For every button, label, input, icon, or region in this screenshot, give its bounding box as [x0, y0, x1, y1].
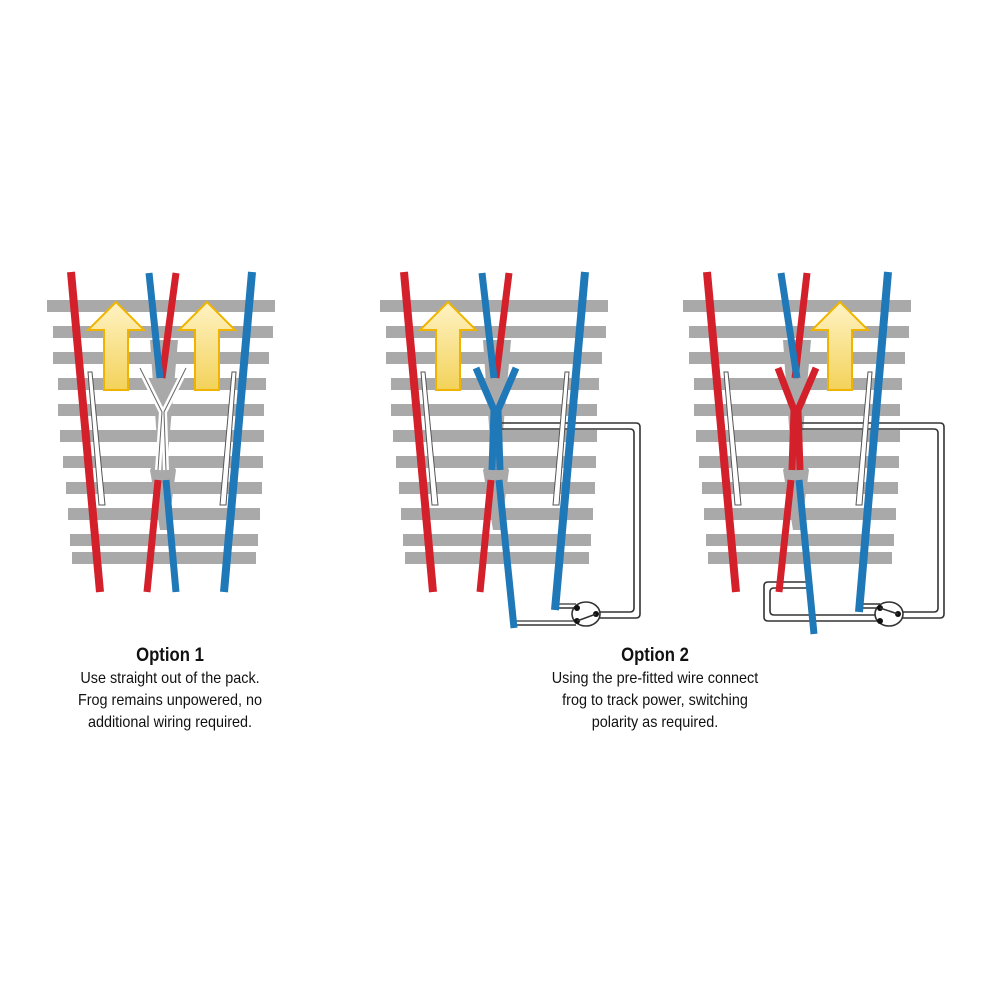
option-2-turnout-b: [683, 271, 945, 635]
option-2-caption: Option 2 Using the pre-fitted wire conne…: [505, 644, 805, 734]
option-1-turnout: [47, 271, 275, 593]
direction-arrow-icon: [809, 300, 871, 391]
option-1-line-2: Frog remains unpowered, no: [77, 692, 263, 709]
direction-arrow-icon: [417, 300, 479, 391]
direction-arrow-icon: [176, 300, 238, 391]
option-1-title: Option 1: [136, 645, 204, 666]
rail-left-red: [67, 271, 104, 593]
option-1-caption: Option 1 Use straight out of the pack. F…: [40, 644, 300, 734]
rail-blue-lower: [162, 479, 180, 593]
option-2-line-2: frog to track power, switching: [562, 692, 748, 709]
option-2-title: Option 2: [621, 645, 689, 666]
point-blade-right: [219, 371, 237, 506]
option-1-line-3: additional wiring required.: [87, 714, 253, 731]
switch-feed-wire: [763, 581, 880, 622]
option-1-line-1: Use straight out of the pack.: [80, 670, 260, 687]
direction-arrow-icon: [85, 300, 147, 391]
option-2-line-3: polarity as required.: [591, 714, 719, 731]
point-blade-left: [87, 371, 106, 506]
frog-rails-red: [774, 366, 820, 471]
rail-red-upper: [158, 272, 180, 379]
frog-wire: [500, 422, 641, 619]
frog-rails-blue: [472, 366, 520, 471]
option-2-line-1: Using the pre-fitted wire connect: [551, 670, 759, 687]
rail-blue-upper: [145, 272, 164, 379]
rail-right-blue: [220, 271, 256, 593]
rail-red-lower: [143, 479, 162, 593]
option-2-turnout-a: [380, 271, 641, 629]
switch-feed-wire: [512, 607, 576, 626]
